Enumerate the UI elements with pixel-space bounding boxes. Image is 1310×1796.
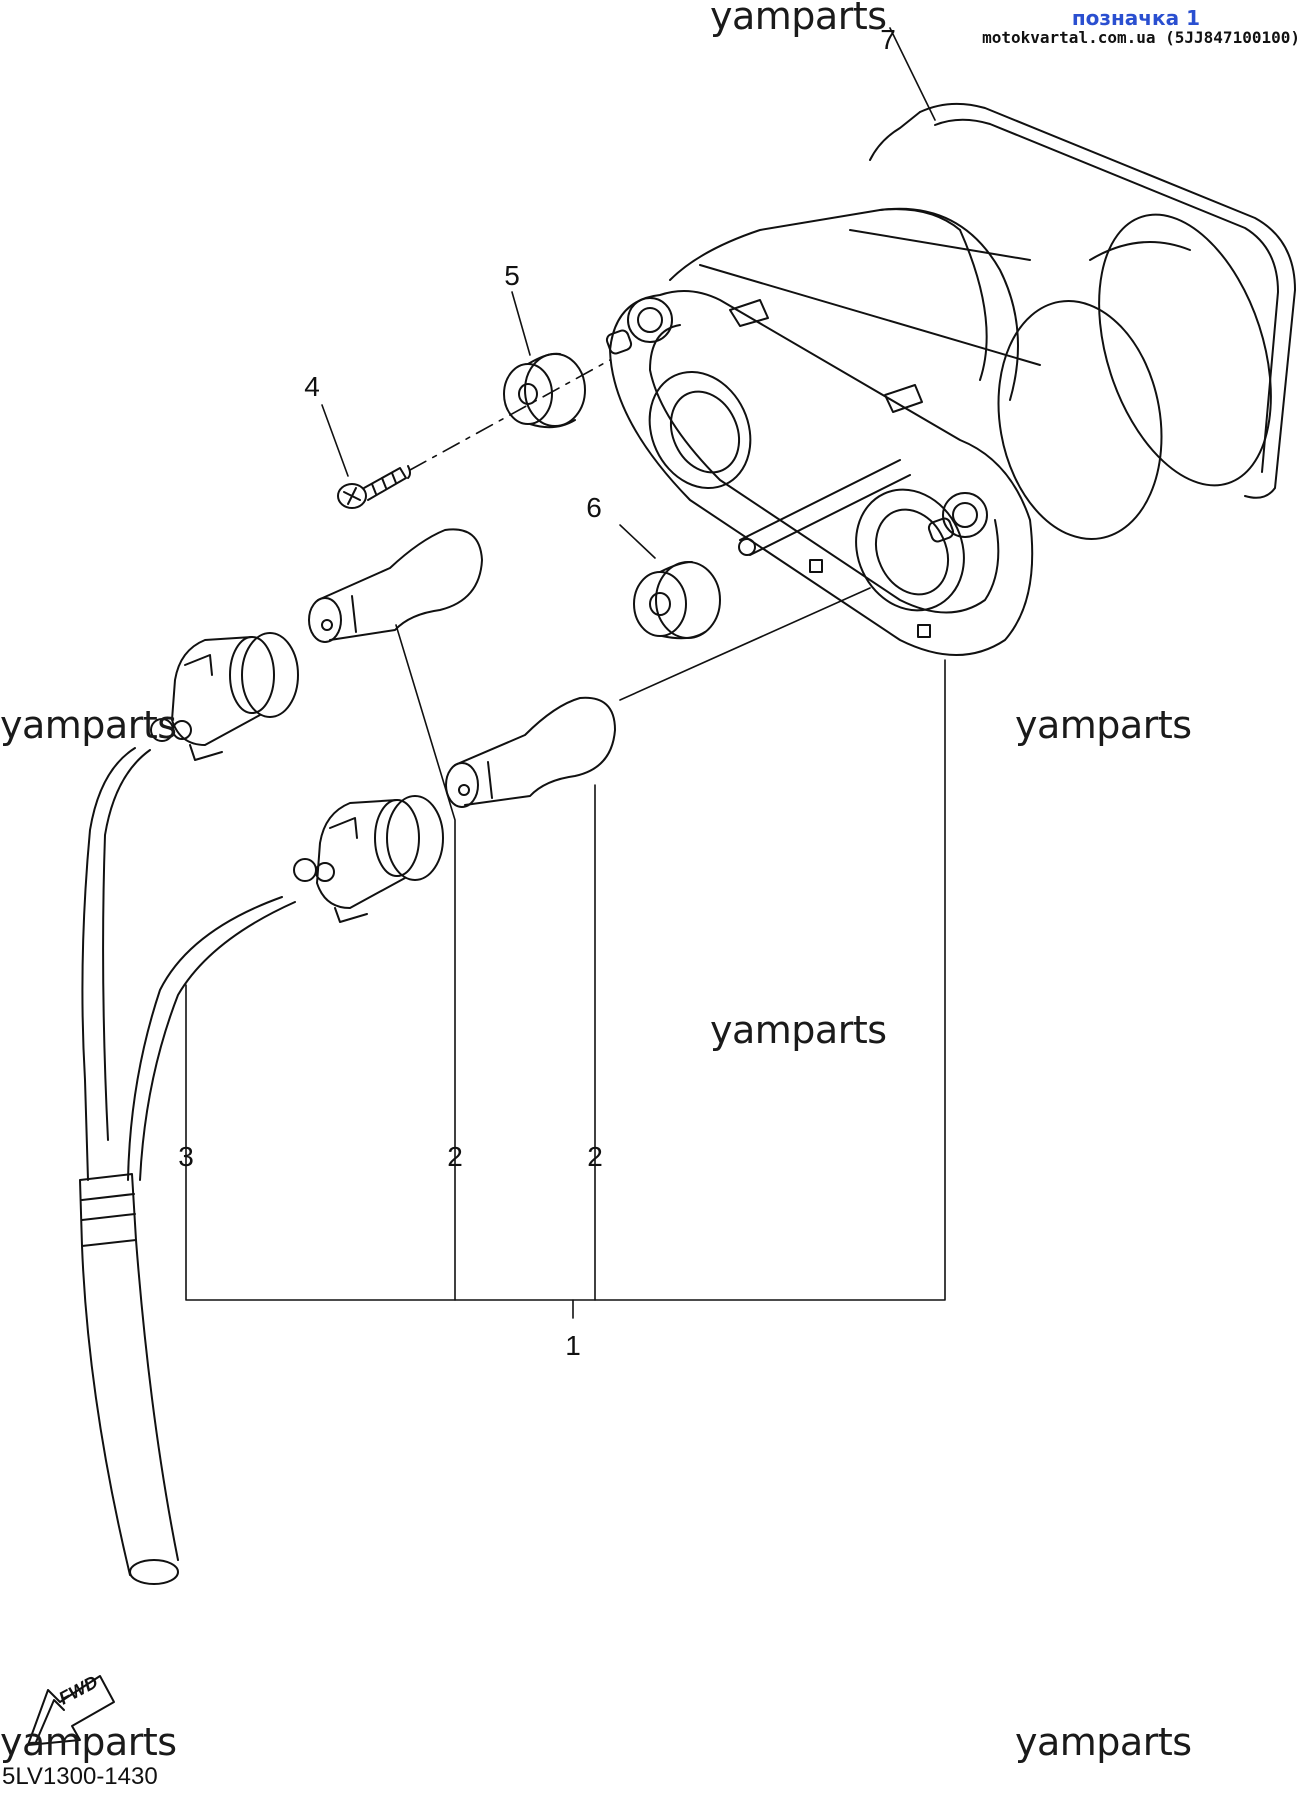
callout-1: 1 (565, 1330, 581, 1361)
bulb-center-line (619, 587, 871, 701)
watermark-top: yamparts (710, 0, 887, 38)
socket-upper (150, 632, 299, 761)
lens-cover-part-7 (869, 102, 1296, 499)
watermark-bottom-left: yamparts (0, 1720, 177, 1764)
callout-3: 3 (178, 1141, 194, 1172)
callout-2-upper-bulb: 2 (447, 1141, 463, 1172)
mounting-stud-lower (927, 492, 988, 543)
header-subtitle: motokvartal.com.ua (5JJ847100100) (982, 28, 1300, 47)
grommet-part-6 (633, 561, 721, 640)
callout-6: 6 (586, 492, 602, 523)
watermark-right: yamparts (1015, 703, 1192, 747)
wire-harness-part-3 (79, 747, 296, 1585)
watermark-left: yamparts (0, 703, 177, 747)
watermark-bottom-right: yamparts (1015, 1720, 1192, 1764)
header-title: позначка 1 (1071, 6, 1200, 30)
diagram-code: 5LV1300-1430 (2, 1763, 158, 1790)
forward-arrow-icon (27, 1675, 115, 1746)
bulb-upper-part-2 (308, 528, 483, 643)
socket-lower (293, 795, 444, 923)
bulb-lower-part-2 (445, 696, 616, 808)
grommet-part-5 (503, 352, 586, 429)
leader-lines (185, 27, 946, 1319)
callout-4: 4 (304, 371, 320, 402)
callout-5: 5 (504, 260, 520, 291)
housing-body (605, 207, 1163, 656)
mounting-stud-upper (605, 297, 673, 355)
screw-part-4 (337, 465, 411, 509)
watermark-center: yamparts (710, 1008, 887, 1052)
callout-7: 7 (880, 24, 896, 55)
callout-2-lower-bulb: 2 (587, 1141, 603, 1172)
